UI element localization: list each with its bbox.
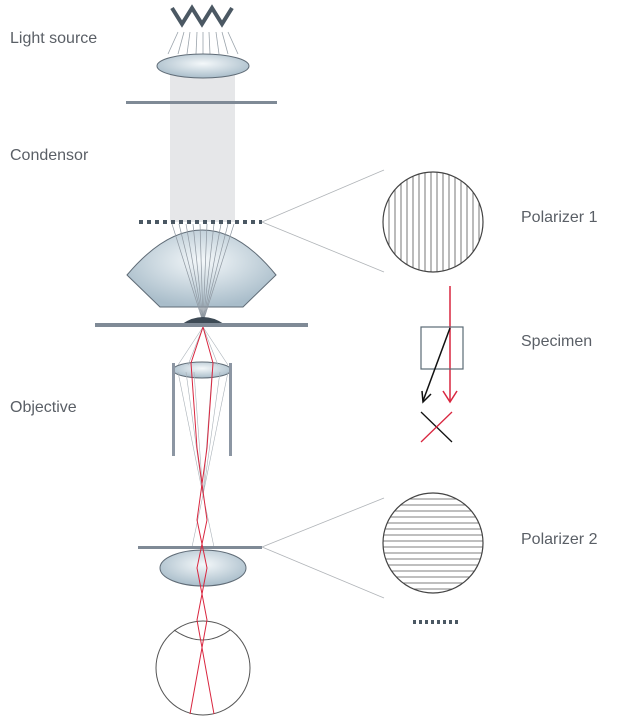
arrowhead-icon [442, 390, 458, 404]
cross-red [420, 411, 453, 443]
label-light-source: Light source [10, 30, 98, 47]
lamp-filament-icon [170, 4, 234, 28]
lamp-rays [167, 31, 239, 55]
pointer-line [261, 546, 385, 599]
condenser-rays [171, 223, 235, 323]
eyepiece-lens [159, 549, 247, 587]
field-plate [126, 101, 277, 104]
eye [155, 620, 251, 716]
polarizer-1-circle [382, 171, 484, 273]
label-polarizer-1: Polarizer 1 [521, 209, 598, 226]
pointer-line [261, 169, 385, 223]
label-condensor: Condensor [10, 147, 89, 164]
label-specimen: Specimen [521, 333, 593, 350]
objective-lens [172, 361, 232, 379]
specimen-slide [95, 323, 308, 327]
eye-lens-arc [173, 629, 231, 641]
objective-tube-right [229, 363, 232, 456]
specimen-sample [182, 317, 224, 324]
pointer-line [261, 497, 385, 548]
label-objective: Objective [10, 399, 77, 416]
polarizer-2-filter [138, 546, 262, 549]
specimen-box [420, 326, 464, 370]
light-beam [170, 66, 235, 222]
rotated-light-arrow [422, 327, 451, 402]
red-rays [189, 326, 215, 715]
collector-lens [156, 53, 250, 79]
arrowhead-icon [421, 390, 432, 404]
objective-tube-left [172, 363, 175, 456]
label-polarizer-2: Polarizer 2 [521, 531, 598, 548]
polarizer-2-grid [383, 498, 483, 590]
objective-rays [177, 326, 229, 548]
polarizer-2-circle [382, 492, 484, 594]
pointer-line [261, 221, 385, 273]
